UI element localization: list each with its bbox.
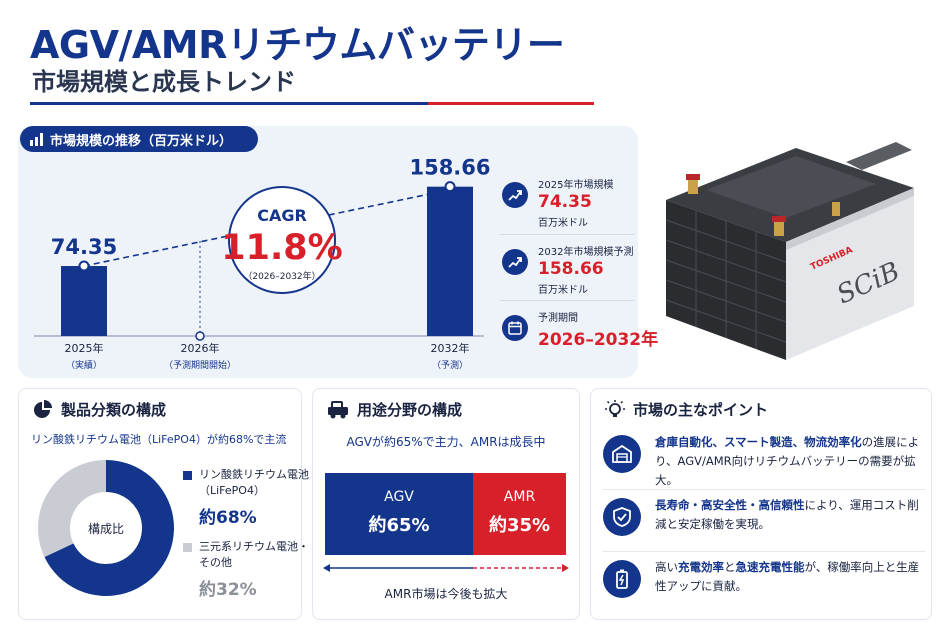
market-stats: 2025年市場規模 74.35 百万米ドル 2032年市場規模予測 158.66… bbox=[500, 168, 658, 366]
tick-note-2025: （実績） bbox=[66, 359, 102, 371]
legend-pct: 約32% bbox=[199, 580, 257, 600]
pie-chart-icon bbox=[34, 399, 52, 418]
title-rule-blue bbox=[30, 102, 428, 105]
usage-caption: AMR市場は今後も拡大 bbox=[384, 587, 508, 601]
point-highlight: 充電効率 bbox=[678, 560, 724, 574]
card-title: 用途分野の構成 bbox=[357, 401, 463, 419]
agv-pct: 約65% bbox=[368, 515, 430, 536]
bar-top-marker bbox=[444, 181, 456, 193]
amr-label: AMR bbox=[503, 489, 536, 505]
legend-name-line2: その他 bbox=[199, 556, 232, 569]
product-donut-chart: 構成比 bbox=[37, 460, 174, 596]
title-rule-red bbox=[428, 102, 594, 105]
tick-label-2025: 2025年 bbox=[65, 341, 104, 355]
point-item: 長寿命・高安全性・高信頼性により、運用コスト削減と安定稼働を実現。 bbox=[603, 489, 925, 549]
point-text-pre: 高い bbox=[655, 560, 678, 574]
page-title: AGV/AMRリチウムバッテリー bbox=[30, 23, 565, 67]
legend-name-line1: リン酸鉄リチウム電池 bbox=[199, 468, 309, 481]
donut-slice-0 bbox=[44, 460, 174, 596]
legend-pct: 約68% bbox=[199, 508, 257, 528]
card-title: 製品分類の構成 bbox=[61, 401, 167, 419]
growth-arrow bbox=[323, 564, 569, 572]
point-text: により、運用コスト削減と安定稼働を実現。 bbox=[655, 498, 919, 531]
point-text: が、稼働率向上と生産性アップに貢献。 bbox=[655, 560, 920, 593]
point-highlight-2: 急速充電性能 bbox=[735, 560, 805, 574]
growth-chart-icon bbox=[502, 182, 528, 208]
stat-label: 2025年市場規模 bbox=[538, 180, 614, 191]
stat-2025: 2025年市場規模 74.35 百万米ドル bbox=[500, 168, 634, 234]
market-size-chart: 74.35 158.66 CAGR 11.8% （2026–2032年） 2025… bbox=[34, 156, 491, 371]
product-note: リン酸鉄リチウム電池（LiFePO4）が約68%で主流 bbox=[31, 433, 287, 446]
point-text-mid: と bbox=[724, 560, 736, 574]
tick-note-2032: （予測） bbox=[432, 359, 468, 371]
legend-swatch bbox=[183, 543, 192, 552]
cagr-label: CAGR bbox=[257, 206, 307, 225]
stat-label: 2032年市場規模予測 bbox=[538, 247, 634, 258]
trend-arrowhead bbox=[431, 187, 442, 199]
bar-2032年 bbox=[427, 186, 473, 336]
key-points-card: 市場の主なポイント 倉庫自動化、スマート製造、物流効率化の進展により、AGV/A… bbox=[590, 388, 932, 620]
warehouse-icon bbox=[603, 435, 641, 473]
usage-note: AGVが約65%で主力、AMRは成長中 bbox=[346, 435, 546, 449]
legend-name-line1: 三元系リチウム電池・ bbox=[199, 540, 309, 553]
product-composition-card: 製品分類の構成 リン酸鉄リチウム電池（LiFePO4）が約68%で主流 構成比 … bbox=[18, 388, 309, 620]
cagr-period: （2026–2032年） bbox=[243, 270, 320, 282]
amr-share-bar: AMR 約35% bbox=[473, 473, 566, 555]
battery-product-image: TOSHIBA SCiB bbox=[646, 120, 936, 370]
legend-name-line2: （LiFePO4） bbox=[199, 484, 265, 497]
growth-chart-icon bbox=[502, 249, 528, 275]
forecast-start-marker bbox=[195, 331, 205, 341]
stat-value: 2026–2032年 bbox=[538, 330, 659, 350]
stat-2032: 2032年市場規模予測 158.66 百万米ドル bbox=[500, 234, 634, 300]
x-axis-labels: 2025年 （実績） 2026年 （予測期間開始） 2032年 （予測） bbox=[65, 341, 470, 371]
usage-composition-card: 用途分野の構成 AGVが約65%で主力、AMRは成長中 AGV 約65% AMR… bbox=[312, 388, 580, 620]
donut-slice-1 bbox=[37, 460, 106, 557]
point-text: の進展により、AGV/AMR向けリチウムバッテリーの需要が拡大。 bbox=[655, 435, 920, 487]
calendar-icon bbox=[502, 315, 528, 341]
stat-value: 74.35 bbox=[538, 192, 592, 212]
point-highlight: 長寿命・高安全性・高信頼性 bbox=[655, 498, 805, 512]
bar-2025年 bbox=[61, 266, 107, 336]
tick-note-2026: （予測期間開始） bbox=[164, 359, 236, 371]
point-item: 倉庫自動化、スマート製造、物流効率化の進展により、AGV/AMR向けリチウムバッ… bbox=[603, 427, 925, 487]
donut-center-label: 構成比 bbox=[88, 522, 124, 536]
vehicle-icon bbox=[328, 400, 348, 418]
stat-value: 158.66 bbox=[538, 259, 604, 279]
battery-charge-icon bbox=[603, 560, 641, 598]
market-section-tag: 市場規模の推移（百万米ドル） bbox=[20, 126, 258, 152]
agv-share-bar: AGV 約65% bbox=[325, 473, 473, 555]
page-subtitle: 市場規模と成長トレンド bbox=[32, 68, 296, 96]
cagr-badge: CAGR 11.8% （2026–2032年） bbox=[221, 186, 343, 294]
amr-pct: 約35% bbox=[488, 515, 551, 536]
lightbulb-icon bbox=[605, 399, 625, 417]
stat-unit: 百万米ドル bbox=[538, 285, 588, 296]
bar-top-marker bbox=[78, 260, 90, 272]
tick-label-2026: 2026年 bbox=[181, 341, 220, 355]
point-item: 高い充電効率と急速充電性能が、稼働率向上と生産性アップに貢献。 bbox=[603, 551, 925, 611]
shield-check-icon bbox=[603, 498, 641, 536]
legend-swatch bbox=[183, 471, 192, 480]
stat-period: 予測期間 2026–2032年 bbox=[500, 300, 658, 366]
point-highlight: 倉庫自動化、スマート製造、物流効率化 bbox=[655, 435, 862, 449]
bar-chart-icon bbox=[30, 132, 43, 146]
card-title: 市場の主なポイント bbox=[633, 401, 769, 419]
tick-label-2032: 2032年 bbox=[431, 341, 470, 355]
data-label-2025年: 74.35 bbox=[51, 235, 117, 259]
agv-label: AGV bbox=[384, 489, 414, 505]
market-tag-label: 市場規模の推移（百万米ドル） bbox=[50, 133, 233, 149]
stat-unit: 百万米ドル bbox=[538, 218, 588, 229]
cagr-value: 11.8% bbox=[221, 228, 342, 268]
data-label-2032年: 158.66 bbox=[409, 156, 490, 180]
stat-label: 予測期間 bbox=[538, 313, 578, 324]
